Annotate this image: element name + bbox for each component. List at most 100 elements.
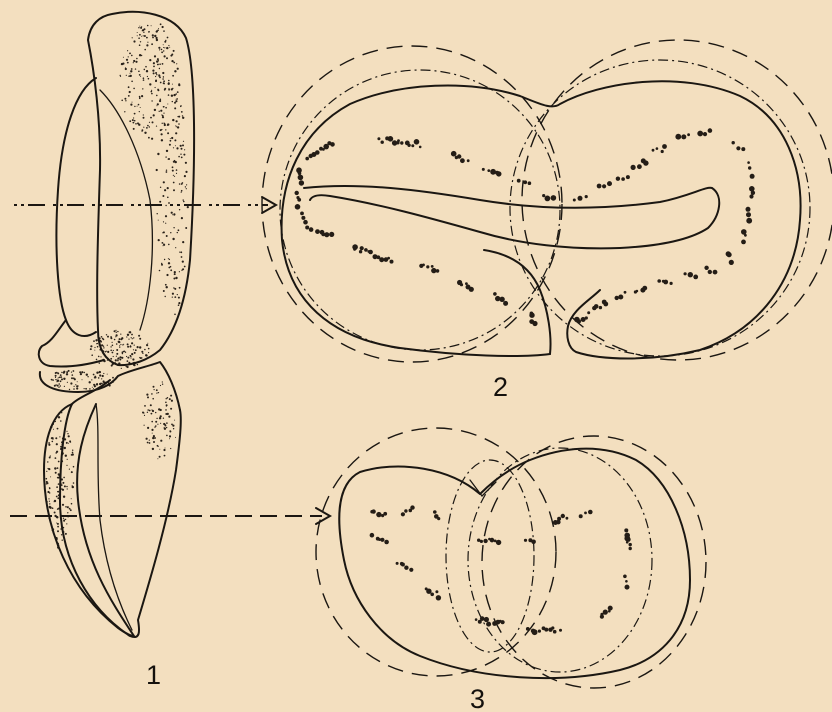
stipple-dot [159, 49, 160, 50]
stipple-dot [133, 349, 134, 350]
stipple-dot [170, 232, 171, 233]
stipple-dot [151, 100, 152, 101]
stipple-dot [46, 478, 48, 480]
stipple-dot [65, 455, 67, 457]
cell-cluster [573, 195, 588, 202]
stipple-dot [73, 482, 75, 484]
stipple-dot [166, 170, 167, 171]
stipple-dot [152, 34, 154, 36]
stipple-dot [74, 386, 75, 387]
stipple-dot [150, 404, 152, 406]
stipple-dot [58, 483, 60, 485]
stipple-dot [181, 217, 183, 219]
stipple-dot [107, 351, 109, 353]
stipple-dot [157, 103, 159, 105]
stipple-dot [139, 347, 140, 348]
stipple-dot [100, 356, 101, 357]
stipple-dot [61, 372, 62, 373]
stipple-dot [52, 379, 54, 381]
stipple-dot [141, 351, 143, 353]
stipple-dot [65, 506, 67, 508]
stipple-dot [58, 387, 59, 388]
stipple-dot [103, 347, 104, 348]
stipple-dot [176, 98, 178, 100]
stipple-dot [174, 102, 176, 104]
stipple-dot [143, 35, 144, 36]
stipple-dot [90, 345, 92, 347]
stipple-dot [127, 357, 129, 359]
stipple-dot [180, 145, 182, 147]
stipple-dot [91, 354, 93, 356]
cell-cluster [704, 266, 717, 275]
stipple-dot [66, 371, 68, 373]
stipple-dot [56, 516, 58, 518]
stipple-dot [131, 342, 133, 344]
stipple-dot [160, 99, 162, 101]
stipple-dot [152, 70, 154, 72]
stipple-dot [175, 100, 177, 102]
stipple-dot [152, 398, 154, 400]
stipple-dot [151, 93, 153, 95]
cell-cluster [300, 212, 313, 232]
stipple-dot [80, 373, 82, 375]
stipple-dot [66, 465, 67, 466]
stipple-dot [63, 518, 64, 519]
stipple-dot [170, 140, 172, 142]
stipple-dot [170, 266, 172, 268]
cell-cluster [553, 514, 568, 525]
stipple-dot [162, 26, 164, 28]
stipple-dot [61, 376, 63, 378]
stipple-dot [142, 88, 143, 89]
stipple-dot [126, 366, 127, 367]
stipple-dot [163, 106, 164, 107]
stipple-dot [173, 428, 174, 429]
cell-cluster [597, 181, 612, 188]
stipple-dot [169, 47, 170, 48]
stipple-dot [162, 232, 163, 233]
stipple-dot [146, 344, 148, 346]
stipple-dot [147, 125, 149, 127]
stipple-dot [181, 192, 182, 193]
stipple-dot [169, 144, 171, 146]
cell-cluster [579, 510, 593, 519]
stipple-dot [60, 385, 61, 386]
stipple-dot [49, 457, 51, 459]
stipple-dot [161, 49, 163, 51]
stipple-dot [62, 504, 64, 506]
stipple-dot [168, 80, 170, 82]
stipple-dot [138, 71, 140, 73]
stipple-dot [56, 372, 58, 374]
stipple-dot [121, 357, 123, 359]
stipple-dot [178, 304, 180, 306]
stipple-dot [74, 378, 76, 380]
stipple-dot [61, 488, 63, 490]
stipple-dot [144, 349, 146, 351]
stipple-dot [147, 396, 149, 398]
stipple-dot [178, 84, 180, 86]
stipple-dot [165, 107, 167, 109]
stipple-dot [139, 44, 141, 46]
stipple-dot [73, 466, 75, 468]
stipple-dot [130, 53, 131, 54]
stipple-dot [121, 100, 123, 102]
stipple-dot [57, 385, 59, 387]
stipple-dot [59, 436, 60, 437]
stipple-dot [151, 43, 153, 45]
stipple-dot [121, 63, 123, 65]
stipple-dot [178, 229, 180, 231]
stipple-dot [181, 270, 182, 271]
stipple-dot [120, 344, 121, 345]
stipple-dot [184, 175, 186, 177]
stipple-dot [69, 389, 70, 390]
stipple-dot [167, 187, 169, 189]
stipple-dot [172, 293, 174, 295]
cell-cluster [517, 179, 531, 185]
stipple-dot [166, 406, 167, 407]
cell-cluster [741, 229, 747, 244]
stipple-dot [153, 386, 155, 388]
stipple-dot [139, 34, 141, 36]
stipple-dot [170, 138, 171, 139]
stipple-dot [130, 73, 131, 74]
stipple-dot [110, 336, 112, 338]
stipple-dot [153, 66, 155, 68]
